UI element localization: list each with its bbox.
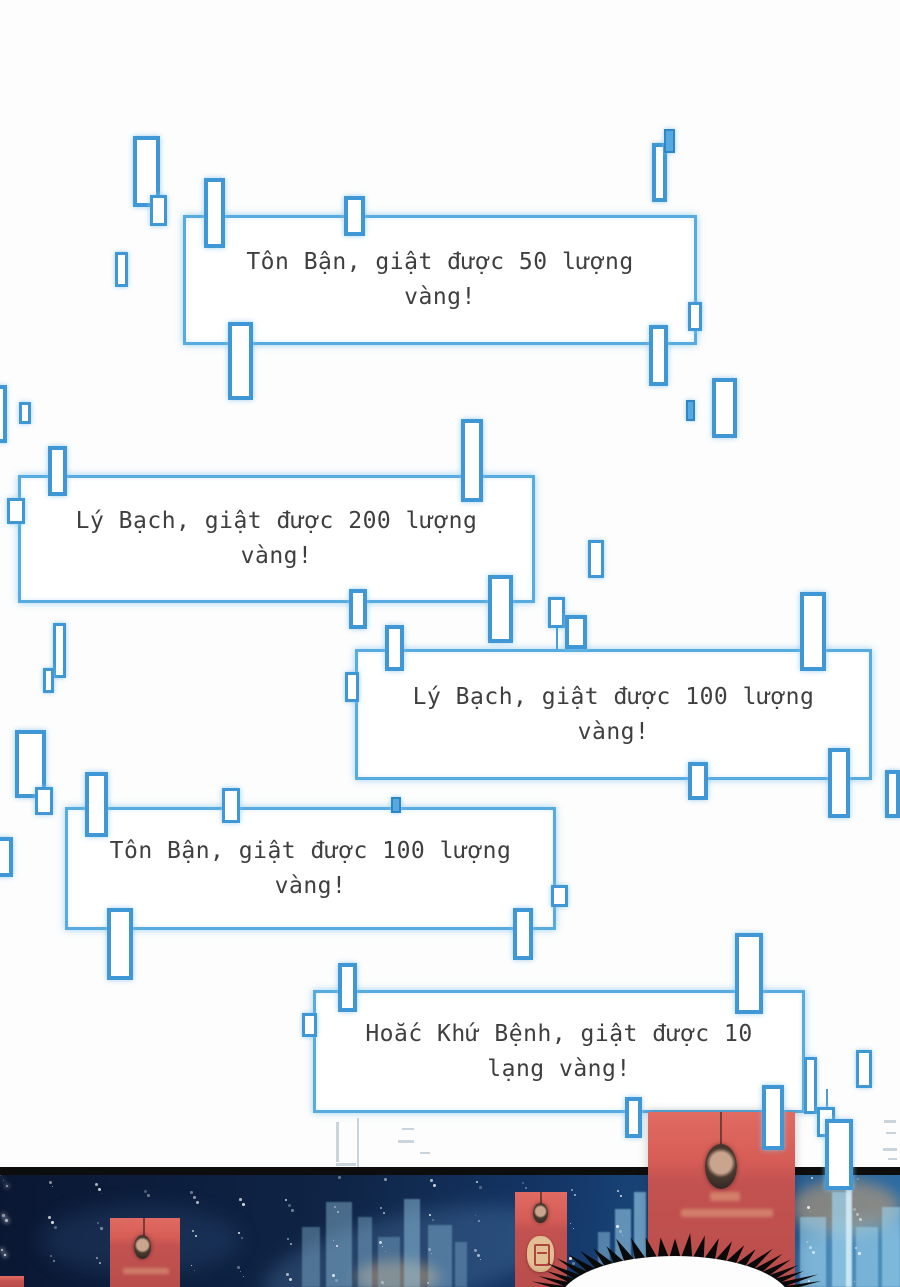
deco-rect	[48, 446, 67, 496]
deco-rect	[762, 1085, 784, 1150]
deco-rect	[565, 615, 587, 649]
faint-mark	[357, 1118, 359, 1168]
envelope-string	[143, 1218, 145, 1238]
faint-mark	[886, 1132, 896, 1134]
spiky-hair-silhouette	[531, 1233, 822, 1287]
deco-rect	[513, 908, 533, 960]
envelope-gold-stamp	[527, 1236, 554, 1272]
deco-rect	[222, 788, 240, 823]
deco-rect	[7, 498, 25, 524]
deco-rect	[107, 908, 133, 980]
red-envelope-medium	[515, 1192, 567, 1287]
deco-rect	[302, 1013, 317, 1037]
deco-stem	[556, 628, 558, 649]
deco-rect	[204, 178, 225, 248]
city-tower	[302, 1227, 320, 1287]
warm-glow	[355, 1260, 440, 1287]
city-tower	[378, 1237, 400, 1287]
deco-rect	[150, 195, 167, 226]
envelope-gold-text	[710, 1192, 740, 1201]
city-tower	[326, 1202, 352, 1287]
deco-stem	[826, 1089, 828, 1108]
envelope-gold-text	[681, 1209, 773, 1217]
deco-rect	[228, 322, 253, 400]
city-tower	[856, 1227, 878, 1287]
faint-mark	[402, 1128, 414, 1130]
city-tower	[882, 1207, 900, 1287]
deco-rect	[19, 402, 31, 424]
notification-box-2: Lý Bạch, giật được 200 lượng vàng!	[18, 475, 535, 603]
envelope-seal-face	[705, 1144, 737, 1189]
deco-rect	[856, 1050, 872, 1088]
envelope-seal-face	[134, 1235, 151, 1259]
faint-mark	[884, 1120, 896, 1123]
faint-mark	[883, 1148, 897, 1151]
deco-rect	[15, 730, 46, 798]
deco-rect	[625, 1097, 642, 1138]
deco-rect	[461, 419, 483, 502]
deco-rect-solid	[391, 797, 401, 813]
deco-rect	[551, 885, 568, 907]
faint-mark	[398, 1140, 414, 1143]
deco-rect	[385, 625, 404, 671]
notification-text: Hoắc Khứ Bệnh, giật được 10 lạng vàng!	[365, 1020, 753, 1082]
notification-text: Tôn Bận, giật được 100 lượng vàng!	[109, 837, 512, 899]
deco-rect-solid	[686, 400, 695, 421]
deco-rect-solid	[664, 129, 675, 153]
envelope-string	[540, 1192, 542, 1206]
envelope-seal-face	[533, 1203, 548, 1223]
deco-rect	[349, 589, 367, 629]
notification-box-1: Tôn Bận, giật được 50 lượng vàng!	[183, 215, 697, 345]
city-tower	[358, 1217, 372, 1287]
notification-box-5: Hoắc Khứ Bệnh, giật được 10 lạng vàng!	[313, 990, 805, 1113]
envelope-gold-text	[123, 1268, 169, 1274]
deco-rect	[885, 770, 900, 818]
faint-mark	[336, 1163, 356, 1166]
deco-rect	[649, 325, 668, 386]
city-tower	[404, 1199, 420, 1287]
notification-text: Lý Bạch, giật được 100 lượng vàng!	[412, 683, 815, 745]
deco-rect	[43, 668, 54, 693]
deco-rect	[0, 385, 7, 443]
deco-rect	[0, 837, 13, 877]
deco-rect	[688, 762, 708, 800]
red-envelope-small	[110, 1218, 180, 1287]
notification-text: Lý Bạch, giật được 200 lượng vàng!	[75, 508, 478, 569]
deco-rect	[652, 143, 667, 202]
deco-rect	[588, 540, 604, 578]
deco-rect	[338, 963, 357, 1012]
deco-rect	[548, 597, 565, 628]
deco-rect	[344, 196, 365, 236]
deco-rect	[53, 623, 66, 678]
faint-mark	[336, 1122, 339, 1162]
deco-rect	[35, 787, 53, 815]
city-tower	[428, 1225, 452, 1287]
deco-rect	[688, 302, 702, 331]
envelope-string	[720, 1112, 722, 1146]
deco-rect	[115, 252, 128, 287]
city-tower	[846, 1182, 852, 1287]
notification-box-4: Tôn Bận, giật được 100 lượng vàng!	[65, 807, 556, 930]
deco-rect	[488, 575, 513, 643]
panel-divider	[0, 1167, 900, 1175]
deco-rect	[825, 1119, 853, 1190]
red-envelope-corner	[0, 1276, 24, 1287]
city-tower	[832, 1192, 850, 1287]
deco-rect	[345, 672, 359, 702]
faint-mark	[420, 1152, 430, 1154]
deco-rect	[804, 1057, 817, 1114]
notification-text: Tôn Bận, giật được 50 lượng vàng!	[246, 249, 634, 310]
notification-box-3: Lý Bạch, giật được 100 lượng vàng!	[355, 649, 872, 780]
deco-rect	[85, 772, 108, 837]
deco-rect	[735, 933, 763, 1014]
city-tower	[455, 1242, 467, 1287]
deco-rect	[828, 748, 850, 818]
deco-rect	[800, 592, 826, 671]
faint-mark	[888, 1158, 897, 1160]
stamp-character	[534, 1244, 550, 1266]
deco-rect	[712, 378, 737, 438]
